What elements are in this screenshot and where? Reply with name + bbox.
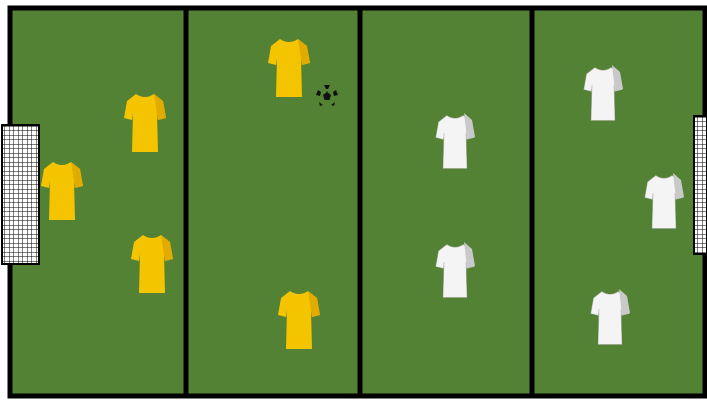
left-goal-net-icon: [2, 125, 39, 264]
right-goal-net-icon: [694, 116, 707, 254]
